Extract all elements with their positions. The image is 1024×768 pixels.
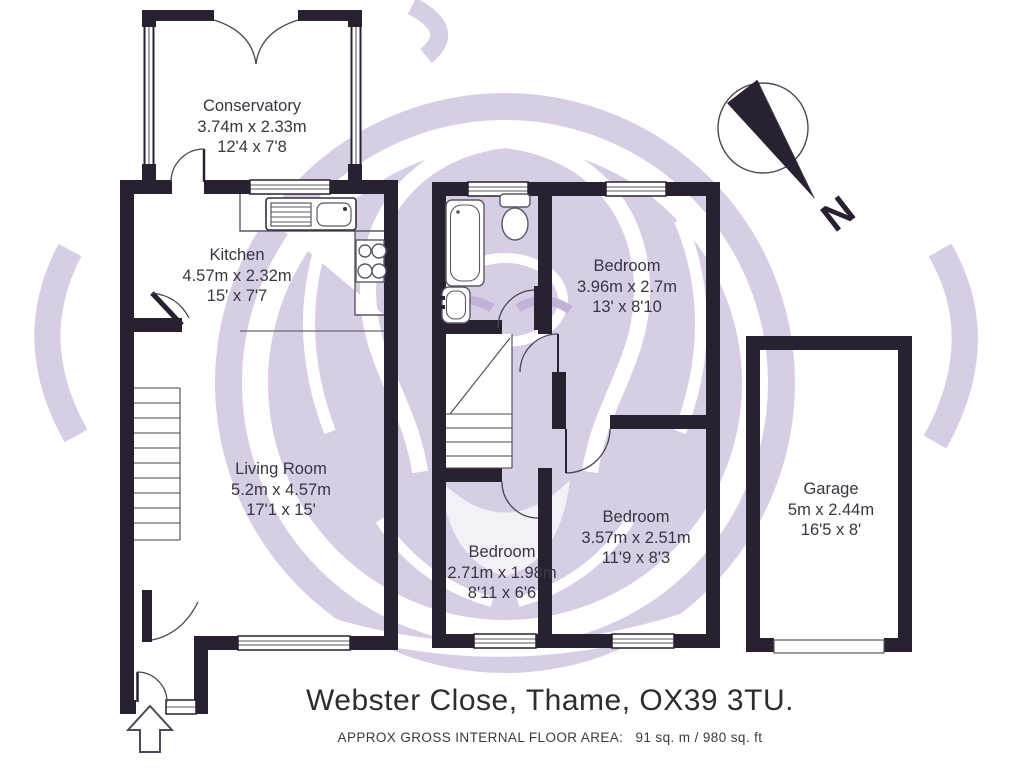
room-metric-dimensions: 3.74m x 2.33m <box>197 117 307 136</box>
room-imperial-dimensions: 17'1 x 15' <box>246 501 316 519</box>
room-name: Living Room <box>235 460 327 478</box>
garage-plan <box>746 336 912 654</box>
hall-window <box>165 699 197 715</box>
garage-door <box>773 639 885 654</box>
room-imperial-dimensions: 16'5 x 8' <box>800 521 862 539</box>
hall-door <box>142 590 199 642</box>
room-imperial-dimensions: 11'9 x 8'3 <box>601 549 671 567</box>
room-label-kitchen: Kitchen 4.57m x 2.32m 15' x 7'7 <box>137 245 337 307</box>
room-label-garage: Garage 5m x 2.44m 16'5 x 8' <box>731 479 931 541</box>
first-floor-outer-walls <box>432 182 720 648</box>
room-name: Bedroom <box>593 257 661 275</box>
room-metric-dimensions: 3.96m x 2.7m <box>577 277 677 296</box>
conservatory-walls <box>142 10 362 185</box>
room-metric-dimensions: 5m x 2.44m <box>787 500 875 519</box>
kitchen-hob <box>355 239 387 283</box>
room-label-bedroom-1: Bedroom 3.96m x 2.7m 13' x 8'10 <box>527 256 727 318</box>
room-label-living-room: Living Room 5.2m x 4.57m 17'1 x 15' <box>181 459 381 521</box>
entrance-arrow-icon <box>125 704 175 753</box>
staircase-ground <box>134 387 181 541</box>
room-imperial-dimensions: 8'11 x 6'6 <box>467 584 537 602</box>
compass-needle-light <box>756 79 815 199</box>
toilet <box>499 193 531 241</box>
first-floor-windows <box>467 181 675 649</box>
room-metric-dimensions: 2.71m x 1.98m <box>447 563 557 582</box>
room-imperial-dimensions: 13' x 8'10 <box>592 298 662 316</box>
ground-floor-plan <box>120 10 398 753</box>
room-label-bedroom-3: Bedroom 2.71m x 1.98m 8'11 x 6'6 <box>402 542 602 604</box>
room-label-conservatory: Conservatory 3.74m x 2.33m 12'4 x 7'8 <box>152 96 352 158</box>
floor-area-note: APPROX GROSS INTERNAL FLOOR AREA: 91 sq.… <box>75 730 1024 745</box>
conservatory-french-doors <box>213 19 299 65</box>
first-floor-doors <box>497 286 611 519</box>
room-metric-dimensions: 5.2m x 4.57m <box>231 480 331 499</box>
kitchen-sink <box>265 197 357 231</box>
compass-north-label: N <box>813 188 863 240</box>
staircase-landing <box>446 334 513 469</box>
room-name: Bedroom <box>468 543 536 561</box>
room-metric-dimensions: 4.57m x 2.32m <box>182 266 292 285</box>
room-imperial-dimensions: 15' x 7'7 <box>206 287 268 305</box>
floor-area-label: APPROX GROSS INTERNAL FLOOR AREA: <box>337 730 624 745</box>
room-metric-dimensions: 3.57m x 2.51m <box>581 528 691 547</box>
room-name: Conservatory <box>202 97 302 115</box>
compass-needle-dark <box>727 80 814 198</box>
kitchen-divider-wall <box>134 291 384 332</box>
conservatory-door <box>170 148 206 183</box>
room-label-bedroom-2: Bedroom 3.57m x 2.51m 11'9 x 8'3 <box>536 507 736 569</box>
room-imperial-dimensions: 12'4 x 7'8 <box>217 138 287 156</box>
floor-area-value: 91 sq. m / 980 sq. ft <box>635 730 763 745</box>
bathroom-sink <box>441 286 471 324</box>
property-address-title: Webster Close, Thame, OX39 3TU. <box>306 684 794 717</box>
bathtub <box>445 199 485 287</box>
kitchen-window <box>249 179 331 195</box>
room-name: Bedroom <box>602 508 670 526</box>
room-name: Garage <box>803 480 859 498</box>
room-name: Kitchen <box>209 246 265 264</box>
first-floor-plan <box>432 181 720 649</box>
living-room-window <box>237 635 351 651</box>
house-outer-walls <box>120 180 398 714</box>
front-door <box>136 671 168 703</box>
